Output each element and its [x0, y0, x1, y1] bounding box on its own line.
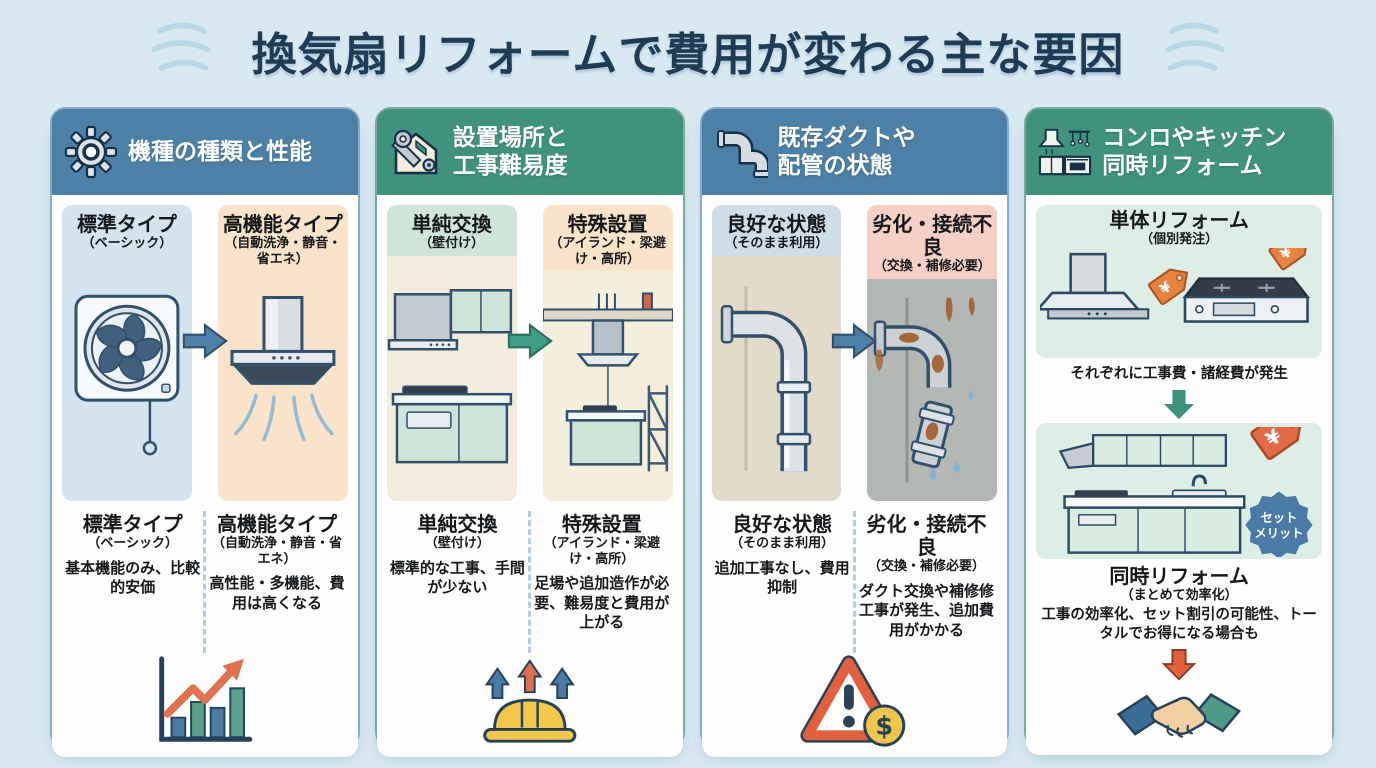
wind-swoosh-icon [1150, 18, 1226, 82]
factor-columns: 機種の種類と性能 標準タイプ （ベーシック） [50, 107, 1334, 757]
wind-swoosh-icon [150, 18, 226, 82]
card-header: 既存ダクトや 配管の状態 [701, 109, 1008, 195]
comparison-standard: 標準タイプ （ベーシック） 基本機能のみ、比較的安価 [65, 512, 201, 597]
pipe-icon [714, 125, 771, 179]
option-panel-premium: 高機能タイプ （自動洗浄・静音・省エネ） [217, 205, 348, 501]
comparison-text: 標準タイプ （ベーシック） 基本機能のみ、比較的安価 高機能タイプ （自動洗浄・… [62, 511, 348, 653]
option-label: 高機能タイプ （自動洗浄・静音・省エネ） [222, 212, 343, 267]
option-label: 標準タイプ （ベーシック） [76, 212, 177, 252]
card-body: 単純交換 （壁付け） [376, 195, 683, 757]
card-body: 良好な状態 （そのまま利用） [701, 195, 1008, 757]
factor-card-duct-condition: 既存ダクトや 配管の状態 良好な状態 （そのまま利用） [699, 107, 1010, 757]
factor-card-simultaneous-reform: コンロやキッチン 同時リフォーム 単体リフォーム （個別発注） [1024, 107, 1334, 755]
handshake-icon [1036, 683, 1322, 749]
hardhat-arrows-icon [387, 653, 673, 751]
combined-reform-box: ¥ セット メリット [1036, 422, 1322, 560]
separate-reform-heading: 単体リフォーム （個別発注） [1109, 208, 1249, 248]
growth-chart-icon [62, 653, 348, 751]
option-panel-standard: 標準タイプ （ベーシック） [62, 205, 192, 501]
option-panel-degraded: 劣化・接続不良 （交換・補修必要） [867, 205, 998, 501]
card-title: コンロやキッチン 同時リフォーム [1102, 124, 1287, 179]
clean-pipe-illustration [712, 256, 842, 501]
card-header: コンロやキッチン 同時リフォーム [1026, 109, 1332, 195]
separate-reform-caption: それぞれに工事費・諸経費が発生 [1070, 365, 1288, 382]
wrench-house-icon [389, 125, 443, 179]
option-panels: 標準タイプ （ベーシック） [62, 205, 348, 501]
arrow-down-green-icon [1036, 389, 1322, 421]
gear-icon [64, 125, 118, 179]
option-label: 特殊設置 （アイランド・梁避け・高所） [542, 205, 673, 272]
combined-reform-heading: 同時リフォーム （まとめて効率化） [1109, 564, 1249, 604]
page-title: 換気扇リフォームで費用が変わる主な要因 [251, 27, 1125, 81]
wall-fan-illustration [62, 256, 192, 501]
combined-reform-caption: 工事の効率化、セット割引の可能性、トータルでお得になる場合も [1041, 606, 1317, 642]
option-label: 劣化・接続不良 （交換・補修必要） [867, 205, 998, 279]
svg-text:セット: セット [1261, 511, 1298, 525]
comparison-simple-swap: 単純交換 （壁付け） 標準的な工事、手間が少ない [389, 512, 525, 597]
option-label: 良好な状態 （そのまま利用） [711, 205, 842, 256]
arrow-down-red-icon [1036, 648, 1322, 681]
set-merit-badge: セット メリット [1245, 491, 1313, 558]
option-label: 単純交換 （壁付け） [386, 205, 517, 256]
card-title: 設置場所と 工事難易度 [452, 124, 568, 179]
range-hood-illustration [218, 271, 348, 501]
factor-card-install-location: 設置場所と 工事難易度 単純交換 （壁付け） [374, 107, 685, 757]
comparison-premium: 高機能タイプ （自動洗浄・静音・省エネ） 高性能・多機能、費用は高くなる [203, 511, 347, 653]
arrow-right-icon [830, 322, 878, 360]
card-body: 標準タイプ （ベーシック） [52, 195, 358, 757]
title-row: 換気扇リフォームで費用が変わる主な要因 [0, 0, 1376, 100]
svg-text:メリット: メリット [1255, 526, 1304, 540]
kitchen-icon [1038, 125, 1092, 179]
full-kitchen-illustration: ¥ セット メリット [1059, 426, 1313, 558]
factor-card-model-type: 機種の種類と性能 標準タイプ （ベーシック） [50, 107, 360, 757]
wall-kitchen-illustration [387, 256, 517, 501]
card-title: 機種の種類と性能 [128, 138, 312, 165]
arrow-right-icon [181, 322, 229, 360]
card-body: 単体リフォーム （個別発注） ¥ [1026, 195, 1332, 755]
hood-and-stove-illustration: ¥ ¥ [1040, 247, 1311, 323]
card-header: 機種の種類と性能 [52, 109, 358, 195]
svg-text:$: $ [875, 711, 893, 741]
card-header: 設置場所と 工事難易度 [376, 109, 683, 195]
option-panel-special-install: 特殊設置 （アイランド・梁避け・高所） [542, 205, 673, 501]
separate-reform-box: 単体リフォーム （個別発注） ¥ [1036, 205, 1322, 358]
rusty-pipe-illustration [867, 279, 997, 501]
option-panel-good-condition: 良好な状態 （そのまま利用） [711, 205, 842, 501]
warning-cost-icon: $ [712, 653, 998, 751]
comparison-text: 単純交換 （壁付け） 標準的な工事、手間が少ない 特殊設置 （アイランド・梁避け… [387, 511, 673, 653]
comparison-special-install: 特殊設置 （アイランド・梁避け・高所） 足場や追加造作が必要、難易度と費用が上が… [528, 511, 672, 653]
island-kitchen-illustration [542, 271, 673, 501]
comparison-text: 良好な状態 （そのまま利用） 追加工事なし、費用抑制 劣化・接続不良 （交換・補… [712, 511, 998, 653]
arrow-right-icon [506, 322, 554, 360]
option-panels: 良好な状態 （そのまま利用） [711, 205, 998, 501]
option-panel-simple-swap: 単純交換 （壁付け） [386, 205, 517, 501]
comparison-good-condition: 良好な状態 （そのまま利用） 追加工事なし、費用抑制 [714, 512, 850, 597]
option-panels: 単純交換 （壁付け） [386, 205, 673, 501]
comparison-degraded: 劣化・接続不良 （交換・補修必要） ダクト交換や補修修工事が発生、追加費用がかか… [852, 511, 997, 653]
card-title: 既存ダクトや 配管の状態 [777, 124, 916, 179]
